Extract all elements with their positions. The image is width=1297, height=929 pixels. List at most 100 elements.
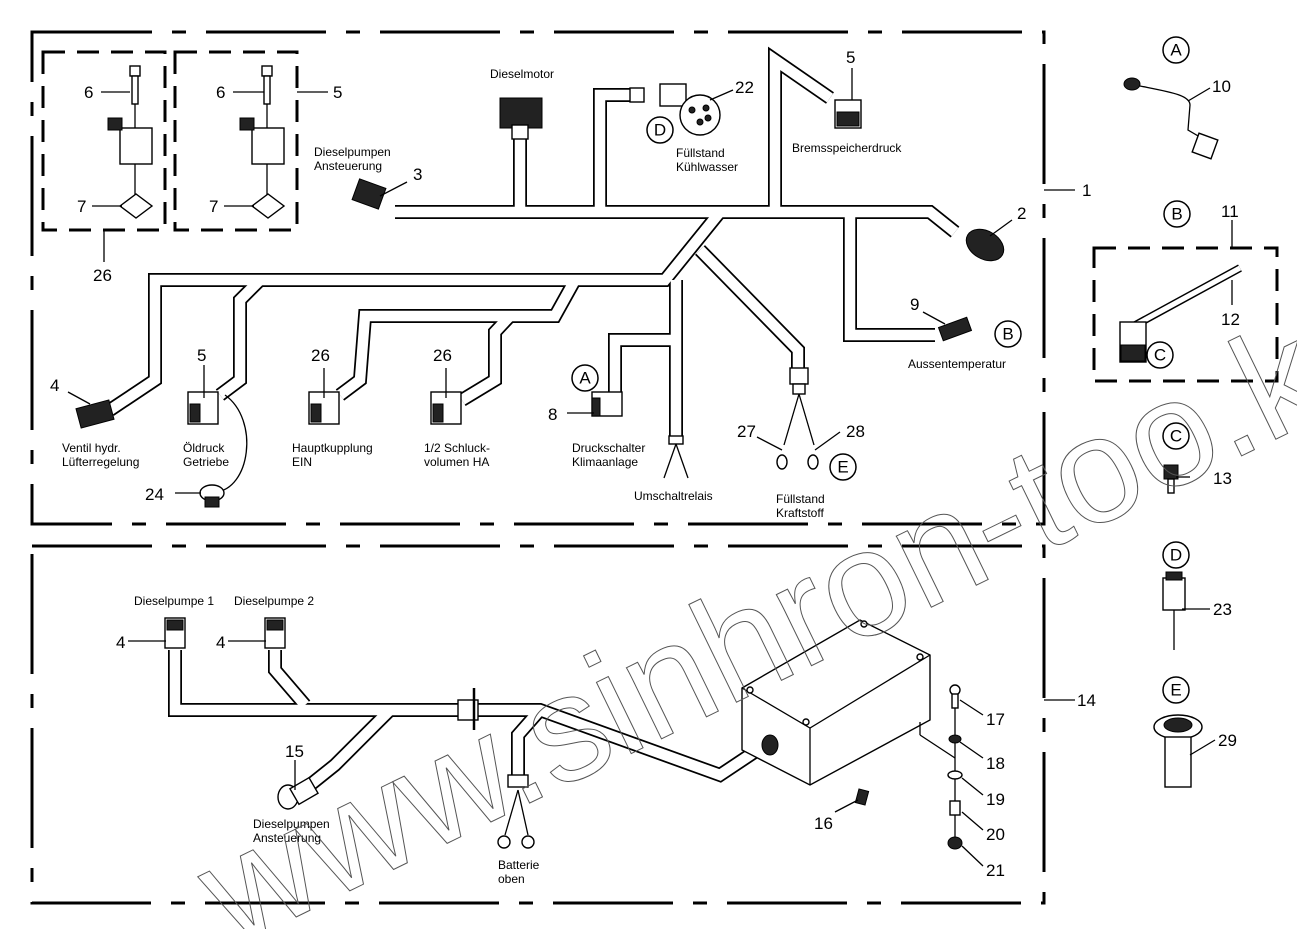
callout-20: 20: [986, 825, 1005, 844]
detail-ref-b-harness[interactable]: B: [994, 320, 1022, 348]
label-oeldruck: Öldruck: [183, 441, 225, 455]
label-aussentemperatur: Aussentemperatur: [908, 357, 1006, 371]
relay-terminals[interactable]: [663, 435, 689, 479]
detail-ref-c-kit[interactable]: C: [1146, 341, 1174, 369]
solenoid-kit-5-frame: [173, 50, 299, 232]
callout-5: 5: [846, 48, 855, 67]
label-schluck: 1/2 Schluck-: [424, 441, 490, 455]
callout-17: 17: [986, 710, 1005, 729]
callout-11: 11: [1221, 202, 1239, 221]
washer-18[interactable]: [948, 734, 962, 744]
svg-text:C: C: [1170, 427, 1182, 446]
grommet[interactable]: [457, 688, 479, 730]
callout-27: 27: [737, 422, 756, 441]
pressure-switch-10[interactable]: [1123, 77, 1219, 160]
sensor-23[interactable]: [1162, 571, 1186, 650]
callout-22: 22: [735, 78, 754, 97]
detail-ref-d[interactable]: D: [1162, 541, 1190, 569]
label-ventil-hydr: Ventil hydr.: [62, 441, 121, 455]
label-hauptkupplung: Hauptkupplung: [292, 441, 373, 455]
label-kuehlwasser: Kühlwasser: [676, 160, 738, 174]
lower-harness-wires: [168, 650, 769, 791]
svg-text:D: D: [654, 121, 666, 140]
fuse-16[interactable]: [854, 788, 870, 806]
callout-4: 4: [116, 633, 125, 652]
connector-8[interactable]: [591, 391, 623, 417]
label-dieselpumpe-2: Dieselpumpe 2: [234, 594, 314, 608]
label-umschaltrelais: Umschaltrelais: [634, 489, 713, 503]
sensor-cable: [214, 394, 248, 493]
dieselpumpe-1-connector[interactable]: [164, 617, 186, 649]
callout-6: 6: [216, 83, 225, 102]
callout-4: 4: [50, 376, 59, 395]
label-druckschalter: Druckschalter: [572, 441, 645, 455]
dieselmotor-connector[interactable]: [499, 97, 543, 140]
detail-ref-a-harness[interactable]: A: [571, 364, 599, 392]
detail-ref-d-harness[interactable]: D: [646, 116, 674, 144]
washer-19[interactable]: [947, 770, 963, 780]
solenoid-plug-part[interactable]: [107, 117, 153, 165]
component-labels: Dieselmotor Dieselpumpen Ansteuerung Fül…: [62, 67, 1006, 886]
svg-text:B: B: [1002, 325, 1013, 344]
callout-4: 4: [216, 633, 225, 652]
control-box[interactable]: [741, 619, 931, 786]
callout-28: 28: [846, 422, 865, 441]
screw-17[interactable]: [949, 684, 961, 709]
dieselpumpe-2-connector[interactable]: [264, 617, 286, 649]
svg-text:C: C: [1154, 346, 1166, 365]
callout-7: 7: [77, 197, 86, 216]
label-bremsspeicherdruck: Bremsspeicherdruck: [792, 141, 902, 155]
round-connector-2[interactable]: [961, 223, 1010, 267]
solenoid-plug-part[interactable]: [239, 117, 285, 165]
gasket-part[interactable]: [118, 193, 154, 219]
label-dieselpumpen: Dieselpumpen: [314, 145, 391, 159]
label-fuellstand-kraftstoff: Füllstand: [776, 492, 825, 506]
label-dieselmotor: Dieselmotor: [490, 67, 554, 81]
connector-4[interactable]: [75, 399, 115, 429]
sensor-kit-11-frame: [1092, 246, 1279, 383]
callout-19: 19: [986, 790, 1005, 809]
callout-numbers: 6 7 26 6 7 5 3 22 5 1 2 9 4 5 26 26 8 27…: [50, 48, 1240, 880]
callout-5: 5: [197, 346, 206, 365]
svg-text:A: A: [579, 369, 591, 388]
fuel-sender-29[interactable]: [1153, 714, 1203, 788]
label-lower-ansteuerung: Ansteuerung: [253, 831, 321, 845]
label-oben: oben: [498, 872, 525, 886]
detail-ref-e[interactable]: E: [1162, 676, 1190, 704]
oil-pressure-sensor-24[interactable]: [199, 484, 225, 508]
callout-26: 26: [311, 346, 330, 365]
sensor-13[interactable]: [1163, 464, 1179, 494]
lower-harness-frame: [30, 544, 1046, 905]
detail-ref-a-top[interactable]: A: [1162, 36, 1190, 64]
temperature-sensor-11[interactable]: [1119, 264, 1242, 363]
callout-23: 23: [1213, 600, 1232, 619]
callout-18: 18: [986, 754, 1005, 773]
upper-harness-wires: [106, 46, 960, 440]
callout-16: 16: [814, 814, 833, 833]
connector-3[interactable]: [351, 178, 387, 210]
detail-ref-e-harness[interactable]: E: [829, 453, 857, 481]
connector-22[interactable]: [629, 83, 721, 136]
nut-21[interactable]: [947, 836, 963, 850]
connector-15[interactable]: [277, 776, 319, 810]
detail-ref-c[interactable]: C: [1162, 422, 1190, 450]
label-ansteuerung: Ansteuerung: [314, 159, 382, 173]
callout-15: 15: [285, 742, 304, 761]
solenoid-plug-5[interactable]: [187, 391, 219, 425]
gasket-part[interactable]: [250, 193, 286, 219]
callout-14: 14: [1077, 691, 1096, 710]
detail-ref-b-top[interactable]: B: [1163, 200, 1191, 228]
ring-terminals-27-28[interactable]: [776, 367, 819, 470]
label-luefterregelung: Lüfterregelung: [62, 455, 139, 469]
label-kraftstoff: Kraftstoff: [776, 506, 824, 520]
label-getriebe: Getriebe: [183, 455, 229, 469]
svg-text:E: E: [1170, 681, 1181, 700]
spacer-20[interactable]: [949, 800, 961, 816]
label-lower-dieselpumpen: Dieselpumpen: [253, 817, 330, 831]
battery-terminals[interactable]: [497, 774, 535, 849]
callout-3: 3: [413, 165, 422, 184]
leader-hardware-2: [919, 734, 956, 759]
pressure-switch-connector-5[interactable]: [834, 99, 862, 129]
connector-9[interactable]: [937, 316, 973, 342]
